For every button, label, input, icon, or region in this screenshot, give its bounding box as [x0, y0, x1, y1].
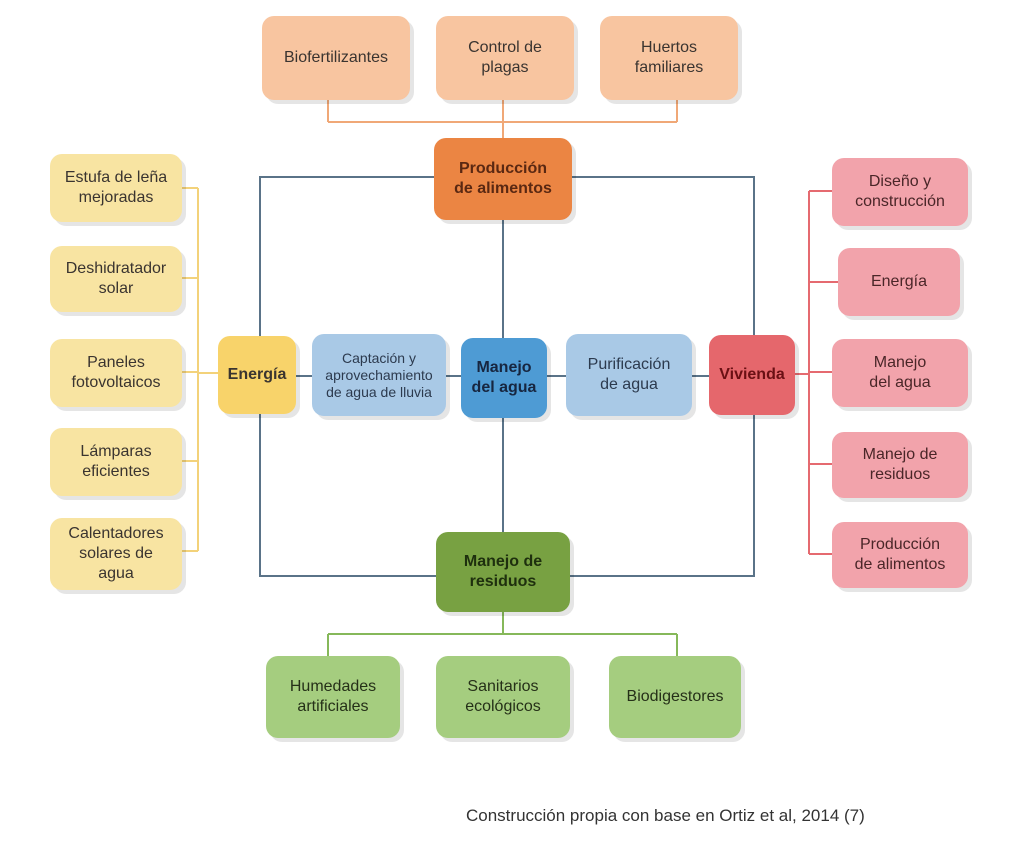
- diseno-construccion-box: Diseño y construcción: [832, 158, 968, 226]
- top-bracket: [327, 98, 678, 138]
- deshidratador-solar-box: Deshidratador solar: [50, 246, 182, 312]
- estufa-lena-box: Estufa de leña mejoradas: [50, 154, 182, 222]
- manejo-agua-hub: Manejo del agua: [461, 338, 547, 418]
- bottom-bracket: [327, 612, 678, 658]
- biofertilizantes-box: Biofertilizantes: [262, 16, 410, 100]
- paneles-fotovoltaicos-box: Paneles fotovoltaicos: [50, 339, 182, 407]
- control-de-plagas-box: Control de plagas: [436, 16, 574, 100]
- calentadores-solares-box: Calentadores solares de agua: [50, 518, 182, 590]
- produccion-alimentos-hub: Producción de alimentos: [434, 138, 572, 220]
- sanitarios-ecologicos-box: Sanitarios ecológicos: [436, 656, 570, 738]
- captacion-agua-lluvia-box: Captación y aprovechamiento de agua de l…: [312, 334, 446, 416]
- purificacion-agua-box: Purificación de agua: [566, 334, 692, 416]
- right-bracket: [795, 190, 838, 555]
- huertos-familiares-box: Huertos familiares: [600, 16, 738, 100]
- left-bracket: [182, 187, 218, 552]
- source-caption: Construcción propia con base en Ortiz et…: [466, 806, 865, 825]
- energia-hub: Energía: [218, 336, 296, 414]
- manejo-agua-vivienda-box: Manejo del agua: [832, 339, 968, 407]
- vivienda-hub: Vivienda: [709, 335, 795, 415]
- lamparas-eficientes-box: Lámparas eficientes: [50, 428, 182, 496]
- energia-vivienda-box: Energía: [838, 248, 960, 316]
- manejo-residuos-hub: Manejo de residuos: [436, 532, 570, 612]
- produccion-alimentos-vivienda-box: Producción de alimentos: [832, 522, 968, 588]
- biodigestores-box: Biodigestores: [609, 656, 741, 738]
- humedades-artificiales-box: Humedades artificiales: [266, 656, 400, 738]
- manejo-residuos-vivienda-box: Manejo de residuos: [832, 432, 968, 498]
